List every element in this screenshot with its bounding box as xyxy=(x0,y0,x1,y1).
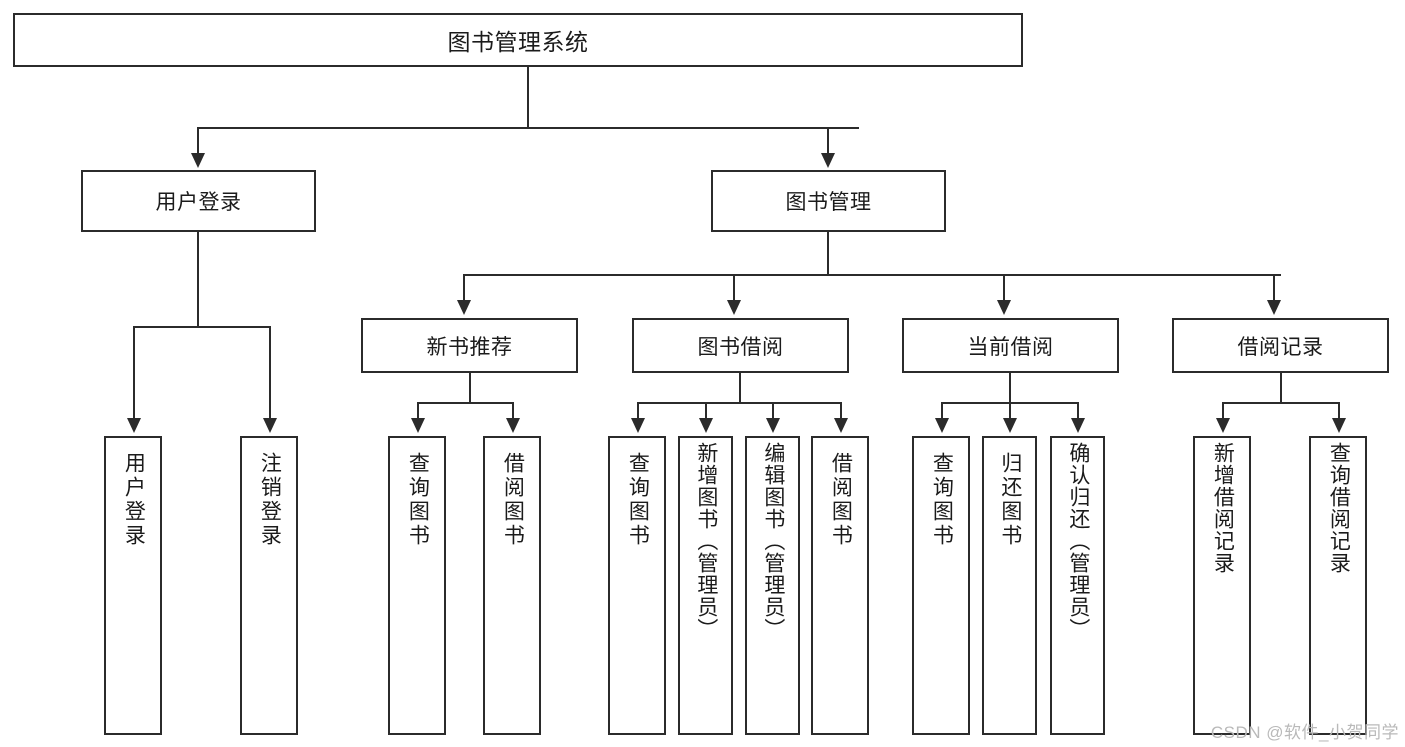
connector-root-drop-1 xyxy=(197,127,199,155)
leaf-nbr-query-books[interactable]: 查询图书 xyxy=(388,436,446,735)
node-label: 借阅图书 xyxy=(829,452,853,548)
node-label: 归还图书 xyxy=(998,452,1022,548)
connector-user-login-drop-1 xyxy=(133,326,135,420)
node-label: 查询图书 xyxy=(406,452,430,548)
arrow-to-borrow-records xyxy=(1267,300,1281,315)
connector-br-stem xyxy=(1280,373,1282,403)
connector-cb-stem xyxy=(1009,373,1011,403)
leaf-cb-confirm-return-admin[interactable]: 确认归还（管理员） xyxy=(1050,436,1105,735)
node-label: 查询图书 xyxy=(930,452,954,548)
connector-br-drop-1 xyxy=(1222,402,1224,420)
arrow-to-br-leaf-2 xyxy=(1332,418,1346,433)
connector-nbr-stem xyxy=(469,373,471,403)
arrow-to-bb-leaf-3 xyxy=(766,418,780,433)
node-label: 当前借阅 xyxy=(967,335,1054,359)
node-label: 编辑图书（管理员） xyxy=(761,442,785,640)
node-new-book-recommend[interactable]: 新书推荐 xyxy=(361,318,578,373)
arrow-to-user-login xyxy=(191,153,205,168)
arrow-to-cb-leaf-1 xyxy=(935,418,949,433)
arrow-to-nbr-leaf-2 xyxy=(506,418,520,433)
arrow-to-bb-leaf-4 xyxy=(834,418,848,433)
arrow-to-new-book-recommend xyxy=(457,300,471,315)
connector-bb-drop-4 xyxy=(840,402,842,420)
leaf-bb-borrow-books[interactable]: 借阅图书 xyxy=(811,436,869,735)
node-book-borrow[interactable]: 图书借阅 xyxy=(632,318,849,373)
connector-root-drop-2 xyxy=(827,127,829,155)
leaf-nbr-borrow-books[interactable]: 借阅图书 xyxy=(483,436,541,735)
arrow-to-cb-leaf-2 xyxy=(1003,418,1017,433)
node-label: 用户登录 xyxy=(155,191,242,214)
node-label: 新增图书（管理员） xyxy=(694,442,718,640)
node-label: 图书管理系统 xyxy=(447,29,589,55)
connector-user-login-stem xyxy=(197,232,199,327)
connector-root-stem xyxy=(527,67,529,128)
leaf-br-query-record[interactable]: 查询借阅记录 xyxy=(1309,436,1367,735)
connector-cb-drop-3 xyxy=(1077,402,1079,420)
arrow-to-cb-leaf-3 xyxy=(1071,418,1085,433)
connector-root-bus xyxy=(197,127,859,129)
connector-bb-stem xyxy=(739,373,741,403)
connector-bb-bus xyxy=(637,402,841,404)
node-current-borrow[interactable]: 当前借阅 xyxy=(902,318,1119,373)
connector-nbr-drop-2 xyxy=(512,402,514,420)
leaf-cb-return-books[interactable]: 归还图书 xyxy=(982,436,1037,735)
node-label: 图书借阅 xyxy=(697,335,784,359)
connector-bm-drop-3 xyxy=(1003,274,1005,302)
node-borrow-records[interactable]: 借阅记录 xyxy=(1172,318,1389,373)
leaf-cb-query-books[interactable]: 查询图书 xyxy=(912,436,970,735)
connector-bm-drop-4 xyxy=(1273,274,1275,302)
arrow-to-bb-leaf-1 xyxy=(631,418,645,433)
connector-user-login-drop-2 xyxy=(269,326,271,420)
arrow-to-leaf-logout xyxy=(263,418,277,433)
connector-br-drop-2 xyxy=(1338,402,1340,420)
leaf-logout[interactable]: 注销登录 xyxy=(240,436,298,735)
connector-cb-drop-1 xyxy=(941,402,943,420)
node-label: 用户登录 xyxy=(122,452,146,548)
leaf-br-add-record[interactable]: 新增借阅记录 xyxy=(1193,436,1251,735)
node-label: 查询借阅记录 xyxy=(1327,442,1351,574)
arrow-to-book-borrow xyxy=(727,300,741,315)
node-label: 新增借阅记录 xyxy=(1211,442,1235,574)
connector-user-login-bus xyxy=(133,326,271,328)
connector-br-bus xyxy=(1222,402,1340,404)
connector-book-management-bus xyxy=(463,274,1281,276)
connector-bb-drop-2 xyxy=(705,402,707,420)
node-label: 借阅记录 xyxy=(1237,335,1324,359)
leaf-user-login[interactable]: 用户登录 xyxy=(104,436,162,735)
node-label: 图书管理 xyxy=(785,191,872,214)
leaf-bb-add-book-admin[interactable]: 新增图书（管理员） xyxy=(678,436,733,735)
connector-bm-drop-2 xyxy=(733,274,735,302)
arrow-to-nbr-leaf-1 xyxy=(411,418,425,433)
leaf-bb-query-books[interactable]: 查询图书 xyxy=(608,436,666,735)
arrow-to-bb-leaf-2 xyxy=(699,418,713,433)
connector-nbr-bus xyxy=(417,402,513,404)
node-root-library-management-system[interactable]: 图书管理系统 xyxy=(13,13,1023,67)
watermark-text: CSDN @软件_小贺同学 xyxy=(1210,723,1399,742)
connector-book-management-stem xyxy=(827,232,829,275)
arrow-to-book-management xyxy=(821,153,835,168)
connector-bb-drop-3 xyxy=(772,402,774,420)
node-label: 借阅图书 xyxy=(501,452,525,548)
arrow-to-leaf-user-login xyxy=(127,418,141,433)
node-label: 确认归还（管理员） xyxy=(1066,442,1090,640)
node-label: 新书推荐 xyxy=(426,335,513,359)
leaf-bb-edit-book-admin[interactable]: 编辑图书（管理员） xyxy=(745,436,800,735)
node-label: 注销登录 xyxy=(258,452,282,548)
connector-bm-drop-1 xyxy=(463,274,465,302)
connector-nbr-drop-1 xyxy=(417,402,419,420)
arrow-to-current-borrow xyxy=(997,300,1011,315)
arrow-to-br-leaf-1 xyxy=(1216,418,1230,433)
node-label: 查询图书 xyxy=(626,452,650,548)
connector-bb-drop-1 xyxy=(637,402,639,420)
node-user-login[interactable]: 用户登录 xyxy=(81,170,316,232)
connector-cb-drop-2 xyxy=(1009,402,1011,420)
node-book-management[interactable]: 图书管理 xyxy=(711,170,946,232)
